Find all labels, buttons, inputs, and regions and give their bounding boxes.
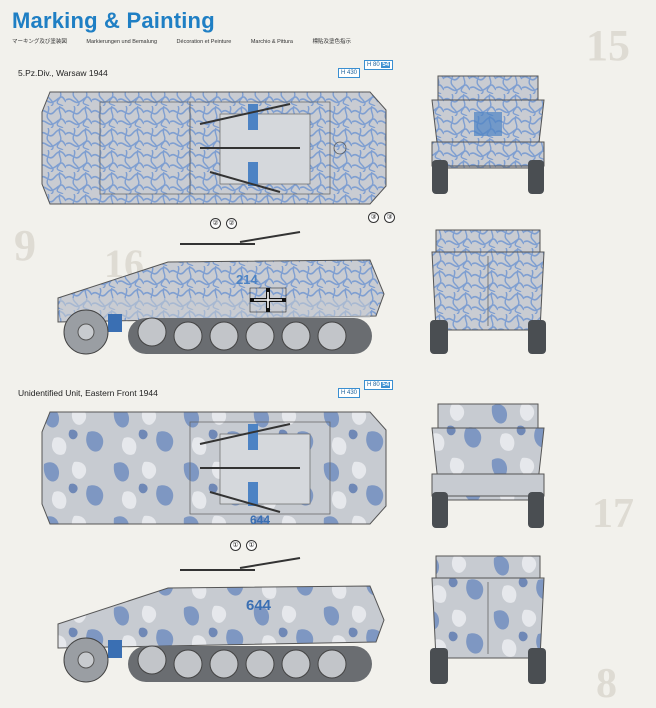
scheme2-rear-view [430, 555, 546, 684]
faded-page-mark-17: 17 [592, 491, 634, 537]
scheme2-top-view: 644 [41, 411, 387, 527]
subtitle-fr: Décoration et Peinture [176, 39, 232, 45]
scheme1-callout-2: ② [210, 218, 221, 229]
scheme2-height-badge: H 430 [338, 388, 361, 398]
scheme1-callout-2b: ② [226, 218, 237, 229]
faded-page-mark-8: 8 [596, 661, 617, 707]
scheme1-side-view: 214 [57, 231, 385, 355]
scheme1-height-badge-2: H 80 54 [364, 60, 394, 70]
subtitle-de: Markierungen und Bemalung [86, 39, 158, 45]
scheme2-caption: Unidentified Unit, Eastern Front 1944 [18, 388, 158, 398]
scheme1-height-value: 430 [347, 70, 358, 76]
scheme1-front-view [431, 75, 545, 194]
scheme1-height-badge: H 430 [338, 68, 361, 78]
subtitle-zh: 標貼及塗色指示 [312, 39, 352, 45]
page-title: Marking & Painting [12, 8, 215, 33]
scheme2-height-code: 54 [381, 382, 391, 388]
scheme2-side-view: 644 [57, 557, 385, 683]
scheme1-hull-number: 214 [236, 272, 258, 287]
scheme2-callout-1b: ① [246, 540, 257, 551]
faded-page-mark-9: 9 [14, 221, 36, 270]
scheme1-callout-3: ③ [368, 212, 379, 223]
scheme1-height-code: 54 [381, 62, 391, 68]
scheme2-top-number: 644 [250, 513, 270, 527]
scheme2-callout-1: ① [230, 540, 241, 551]
scheme1-height-value-2: 80 [373, 62, 380, 68]
scheme2-height-value-2: 80 [373, 382, 380, 388]
subtitle-row: マーキング及び塗装図 Markierungen und Bemalung Déc… [12, 37, 369, 45]
scheme2-height-value: 430 [347, 390, 358, 396]
subtitle-it: Marchio & Pittura [250, 39, 293, 45]
scheme2-height-badge-2: H 80 54 [364, 380, 394, 390]
subtitle-ja: マーキング及び塗装図 [12, 39, 67, 45]
scheme1-caption: 5.Pz.Div., Warsaw 1944 [18, 68, 108, 78]
scheme1-rear-view [430, 229, 546, 354]
scheme2-front-view [431, 403, 545, 528]
scheme1-callout-3b: ③ [384, 212, 395, 223]
faded-page-mark-15: 15 [586, 21, 630, 70]
scheme1-top-view [41, 91, 387, 205]
scheme2-hull-number: 644 [246, 597, 272, 614]
